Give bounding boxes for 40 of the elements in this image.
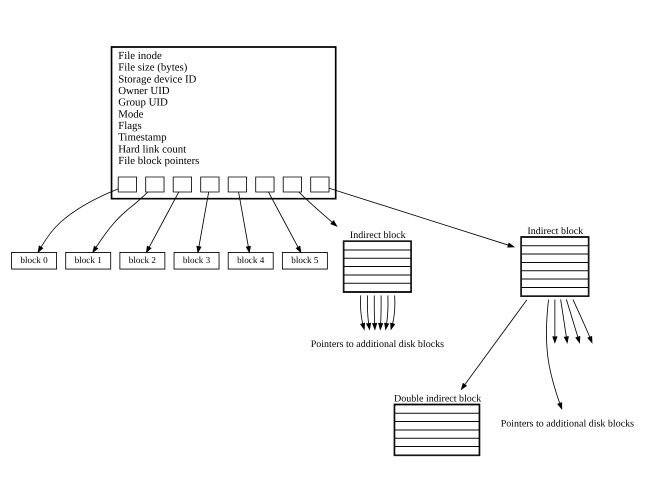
node-box: block 0 (11, 252, 57, 269)
arrow (546, 298, 562, 410)
arrow (366, 294, 372, 330)
node-label: Indirect block (350, 229, 406, 240)
arrow (552, 298, 558, 344)
node-box: block 3 (174, 252, 220, 269)
node-box (228, 176, 247, 192)
arrow (460, 298, 528, 390)
arrow (360, 294, 366, 330)
node-box (118, 176, 137, 192)
arrow (560, 298, 569, 344)
node-box (255, 176, 274, 192)
node-box: block 5 (282, 252, 328, 269)
node-text: Pointers to additional disk blocks (500, 418, 634, 430)
arrow (378, 294, 384, 330)
arrow (92, 191, 148, 253)
node-label: Indirect block (527, 225, 584, 236)
node-box (145, 176, 164, 192)
node-box: block 4 (228, 252, 274, 269)
node-text: Pointers to additional disk blocks (310, 338, 444, 350)
node-box (172, 176, 192, 192)
node-box (200, 176, 220, 192)
arrow (572, 298, 592, 344)
arrow (328, 187, 516, 248)
arrow (384, 294, 390, 330)
cluster: File inode File size (bytes) Storage device ID Owner UID Group UID Mode Flags Timestamp Hard link count File block pointers (110, 46, 337, 199)
arrow (566, 298, 580, 344)
arrow (196, 191, 210, 254)
arrow (37, 188, 119, 253)
arrow (146, 191, 180, 253)
arrow (268, 191, 302, 253)
node-box (282, 176, 302, 192)
node-label: Double indirect block (394, 392, 482, 404)
arrow (390, 294, 396, 330)
arrow (238, 191, 251, 254)
node-box: block 1 (65, 252, 112, 269)
node-box (310, 176, 330, 192)
arrow (372, 294, 378, 330)
node-box: block 2 (119, 252, 166, 269)
arrow (298, 191, 338, 226)
